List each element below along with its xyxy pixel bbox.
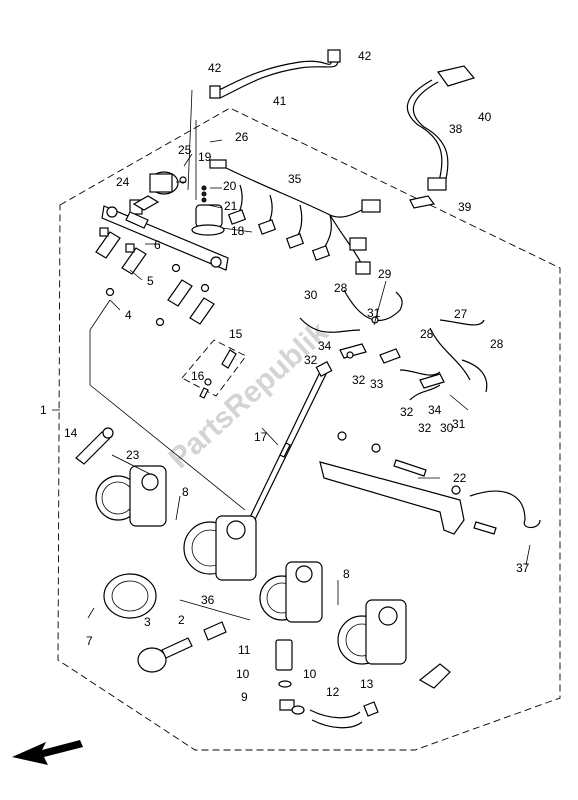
leader-lines bbox=[52, 139, 531, 619]
callout-label: 34 bbox=[318, 339, 332, 353]
callout-label: 41 bbox=[273, 94, 287, 108]
callout-label: 24 bbox=[116, 175, 130, 189]
callout-label: 25 bbox=[178, 143, 192, 157]
callout-labels: 1 2 3 4 5 6 7 8 8 9 10 10 11 12 13 14 15… bbox=[40, 49, 530, 704]
front-direction-arrow-icon bbox=[12, 740, 83, 765]
callout-label: 8 bbox=[343, 567, 350, 581]
callout-label: 2 bbox=[178, 613, 185, 627]
throttle-body-4 bbox=[337, 599, 451, 689]
vacuum-hoses-cluster bbox=[299, 289, 488, 401]
assembly-outline bbox=[57, 107, 561, 751]
callout-label: 32 bbox=[352, 373, 366, 387]
callout-label: 29 bbox=[378, 267, 392, 281]
callout-label: 17 bbox=[254, 430, 268, 444]
callout-label: 8 bbox=[182, 485, 189, 499]
callout-label: 32 bbox=[304, 353, 318, 367]
callout-label: 30 bbox=[440, 421, 454, 435]
callout-label: 30 bbox=[304, 288, 318, 302]
callout-label: 34 bbox=[428, 403, 442, 417]
callout-label: 39 bbox=[458, 200, 472, 214]
callout-label: 28 bbox=[334, 281, 348, 295]
callout-label: 3 bbox=[144, 615, 151, 629]
callout-label: 28 bbox=[490, 337, 504, 351]
callout-label: 21 bbox=[224, 199, 238, 213]
callout-label: 16 bbox=[191, 369, 205, 383]
callout-label: 37 bbox=[516, 561, 530, 575]
callout-label: 36 bbox=[201, 593, 215, 607]
callout-label: 10 bbox=[236, 667, 250, 681]
throttle-body-3 bbox=[259, 561, 323, 623]
fittings bbox=[179, 599, 379, 729]
callout-label: 28 bbox=[420, 327, 434, 341]
callout-label: 7 bbox=[86, 634, 93, 648]
callout-label: 18 bbox=[231, 224, 245, 238]
callout-label: 23 bbox=[126, 448, 140, 462]
fuel-injector bbox=[95, 227, 215, 327]
callout-label: 14 bbox=[64, 426, 78, 440]
callout-label: 42 bbox=[208, 61, 222, 75]
callout-label: 42 bbox=[358, 49, 372, 63]
callout-label: 4 bbox=[125, 308, 132, 322]
breather-hose bbox=[406, 65, 476, 209]
callout-label: 33 bbox=[370, 377, 384, 391]
bracket-plate bbox=[319, 431, 465, 535]
throttle-cable bbox=[469, 490, 541, 535]
vacuum-hose bbox=[209, 49, 341, 99]
callout-label: 12 bbox=[326, 685, 340, 699]
throttle-body-2 bbox=[183, 515, 257, 581]
callout-label: 22 bbox=[453, 471, 467, 485]
callout-label: 27 bbox=[454, 307, 468, 321]
callout-label: 35 bbox=[288, 172, 302, 186]
callout-label: 19 bbox=[198, 150, 212, 164]
callout-label: 13 bbox=[360, 677, 374, 691]
callout-label: 38 bbox=[449, 122, 463, 136]
pressure-regulator bbox=[132, 89, 197, 211]
callout-label: 31 bbox=[452, 417, 466, 431]
callout-label: 32 bbox=[400, 405, 414, 419]
callout-label: 15 bbox=[229, 327, 243, 341]
linkage-rod bbox=[239, 360, 333, 541]
callout-label: 26 bbox=[235, 130, 249, 144]
wire-harness bbox=[209, 159, 381, 275]
callout-label: 40 bbox=[478, 110, 492, 124]
callout-label: 6 bbox=[154, 238, 161, 252]
throttle-body-1 bbox=[75, 427, 167, 527]
callout-label: 5 bbox=[147, 274, 154, 288]
callout-label: 11 bbox=[238, 643, 251, 657]
throttle-sensor bbox=[191, 185, 225, 236]
callout-label: 32 bbox=[418, 421, 432, 435]
callout-label: 9 bbox=[241, 690, 248, 704]
idle-screw-assembly bbox=[181, 339, 247, 399]
callout-label: 10 bbox=[303, 667, 317, 681]
callout-label: 1 bbox=[40, 403, 47, 417]
callout-label: 20 bbox=[223, 179, 237, 193]
callout-label: 31 bbox=[367, 306, 381, 320]
intake-joint bbox=[103, 573, 227, 673]
